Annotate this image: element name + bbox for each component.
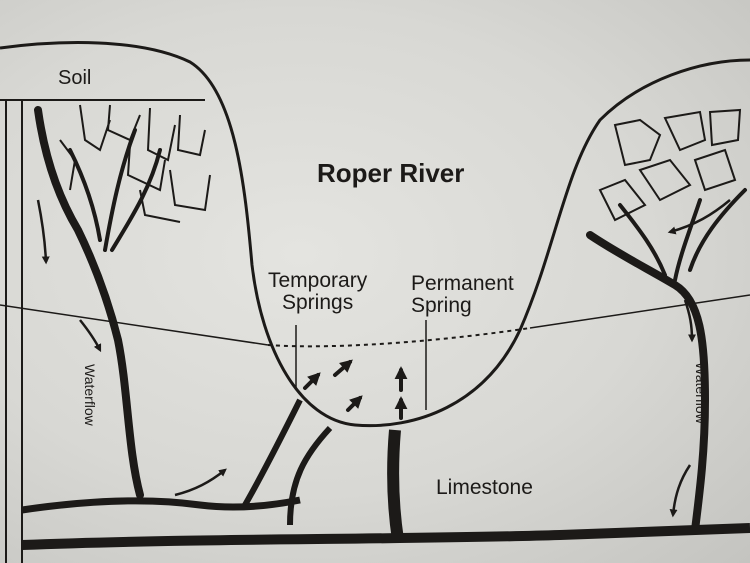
soil-label: Soil [58,67,92,89]
flow-arrow-icon [36,199,731,518]
root-channel-left [34,106,144,499]
spring-arrow-icon [303,359,408,420]
temporary-springs-label-line1: Temporary [268,269,368,292]
waterflow-label-right: Waterflow [693,362,709,424]
soil-cracks-left [59,104,211,223]
soil-cracks-right [598,108,742,222]
water-table-line [0,304,269,346]
temporary-springs-label: Temporary Springs [268,270,367,314]
diagram-title: Roper River [317,158,465,188]
ground-surface-outline [0,41,750,428]
waterflow-label-left: Waterflow [82,364,98,426]
permanent-spring-label-line2: Spring [411,294,472,317]
limestone-channel-bottom [21,523,750,550]
water-table-line-right [529,294,750,329]
temporary-springs-label-line2: Springs [282,291,354,314]
river-water-level-dotted [267,327,531,348]
permanent-spring-label: Permanent Spring [411,273,514,317]
spring-feeder-left [242,398,333,526]
root-channel-right [586,231,710,534]
spring-feeder-permanent [387,429,404,541]
root-channel-right-branch [618,188,747,282]
root-channel-left-branch [68,128,162,252]
limestone-channel-middle [21,496,301,514]
permanent-spring-label-line1: Permanent [411,272,514,295]
limestone-label: Limestone [436,476,533,499]
